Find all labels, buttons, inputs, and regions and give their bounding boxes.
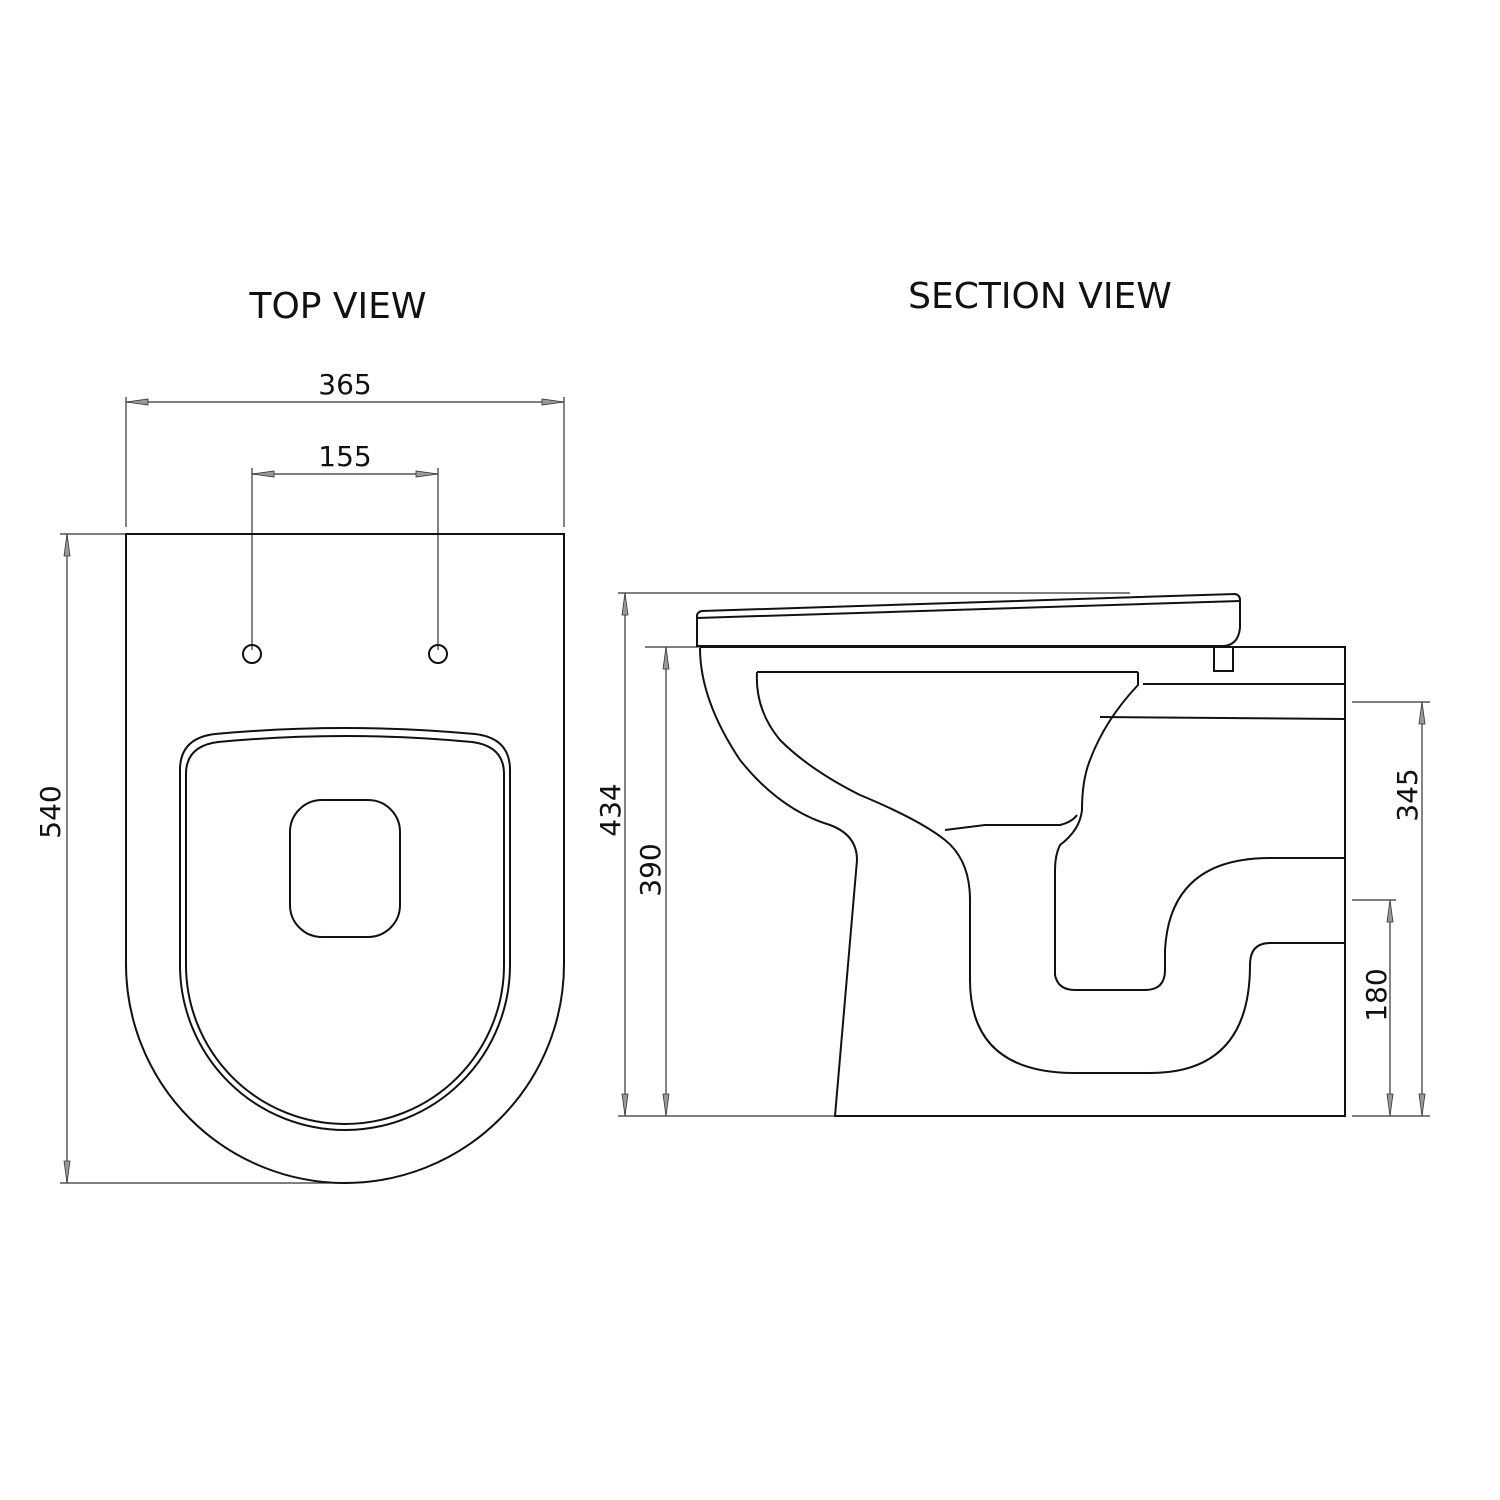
water-line: [944, 814, 1078, 831]
dimension-label-345: 345: [1391, 768, 1424, 821]
arrow-icon: [1418, 701, 1426, 725]
dimension-label-434: 434: [594, 783, 627, 836]
dimension-rim-height: 390: [634, 646, 700, 1117]
arrow-icon: [541, 398, 565, 406]
hinge-block: [1213, 646, 1234, 672]
seat-lid: [696, 592, 1241, 647]
top-view-title: TOP VIEW: [248, 286, 426, 327]
dimension-height-with-seat: 434: [594, 592, 1130, 1117]
bowl-back-curve: [1054, 672, 1345, 991]
arrow-icon: [415, 470, 439, 478]
arrow-icon: [125, 398, 149, 406]
dimension-fixing-centres: 155: [251, 440, 439, 650]
top-view: TOP VIEW 365 155 540: [34, 286, 565, 1184]
fixing-hole-left: [242, 644, 262, 664]
pan-body-outline: [699, 646, 1346, 1117]
dimension-overall-width: 365: [125, 368, 565, 527]
seat-inner: [185, 735, 505, 1125]
section-view-title: SECTION VIEW: [908, 276, 1172, 317]
dimension-waste-centre: 180: [1352, 899, 1396, 1117]
dimension-label-365: 365: [318, 368, 371, 401]
dimension-label-540: 540: [34, 785, 67, 838]
dimension-label-390: 390: [634, 843, 667, 896]
arrow-icon: [1386, 1093, 1394, 1117]
dimension-waste-top: 345: [1352, 701, 1430, 1117]
back-line-2: [1099, 716, 1346, 720]
dimension-label-155: 155: [318, 440, 371, 473]
dimension-overall-length: 540: [34, 533, 345, 1184]
arrow-icon: [63, 533, 71, 557]
arrow-icon: [621, 592, 629, 616]
bowl-opening: [289, 799, 401, 938]
arrow-icon: [662, 646, 670, 670]
arrow-icon: [1386, 899, 1394, 923]
arrow-icon: [63, 1160, 71, 1184]
bowl-front-curve: [755, 671, 1345, 1074]
arrow-icon: [1418, 1093, 1426, 1117]
dimension-label-180: 180: [1360, 968, 1393, 1021]
fixing-hole-right: [428, 644, 448, 664]
lid-edge-line: [696, 600, 1241, 619]
seat-outer: [179, 727, 511, 1131]
arrow-icon: [621, 1093, 629, 1117]
arrow-icon: [251, 470, 275, 478]
pan-outline: [125, 533, 565, 1184]
arrow-icon: [662, 1093, 670, 1117]
section-view: SECTION VIEW 434 390: [594, 276, 1430, 1117]
